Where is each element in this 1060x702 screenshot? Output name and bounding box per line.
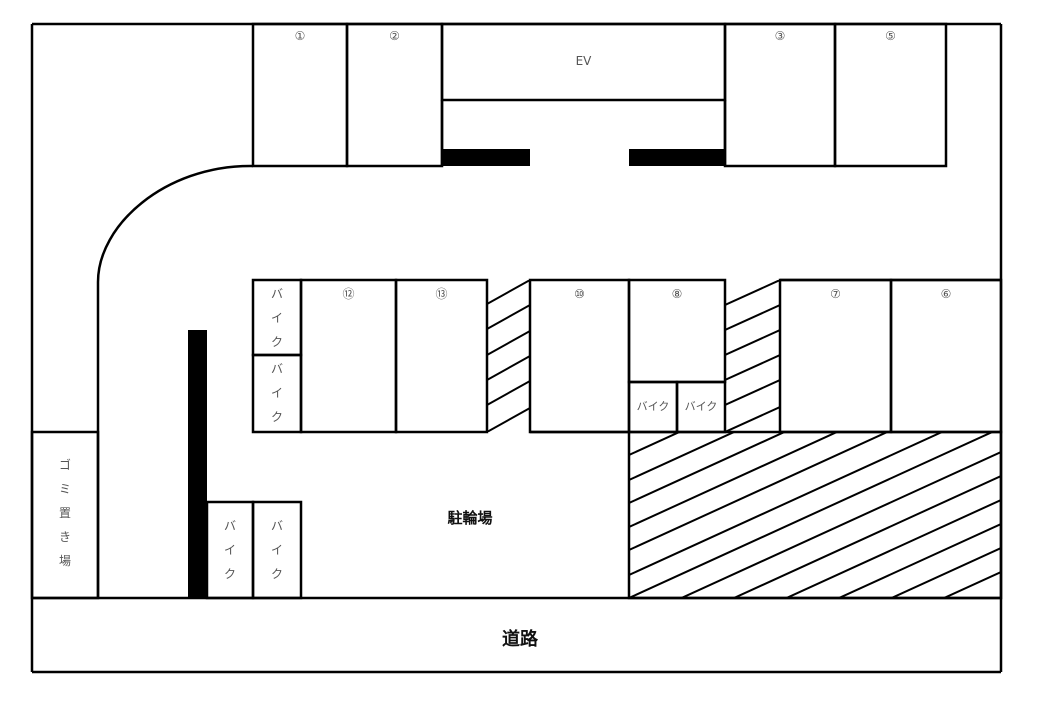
trash-area-label: ゴミ置き場: [58, 458, 71, 568]
bike-space-upper-2: バイク: [270, 362, 283, 424]
space-10: [528, 278, 631, 434]
space-7: [778, 278, 893, 434]
elevator-label: EV: [575, 54, 592, 68]
bike-space-horizontal-1: バイク: [636, 400, 670, 413]
bike-space-horizontal-2: バイク: [684, 400, 718, 413]
space-7-label: ⑦: [830, 287, 841, 301]
pillar-wall: [188, 330, 207, 598]
space-3: [723, 22, 837, 168]
space-2: [345, 22, 444, 168]
space-13-label: ⑬: [435, 287, 448, 301]
space-1-label: ①: [294, 29, 306, 43]
space-10-label: ⑩: [574, 287, 585, 301]
space-6-label: ⑥: [940, 287, 952, 301]
bike-space-lower-2: バイク: [270, 519, 283, 581]
aisle-curve: [96, 164, 253, 598]
bike-space-upper-1: バイク: [270, 287, 283, 349]
trash-area: [30, 430, 100, 600]
space-5-label: ⑤: [885, 29, 896, 43]
space-1: [251, 22, 349, 168]
space-12-label: ⑫: [342, 287, 355, 301]
space-2-label: ②: [389, 29, 400, 43]
space-8-label: ⑧: [671, 287, 683, 301]
space-13: [394, 278, 489, 434]
bicycle-parking-label: 駐輪場: [447, 509, 493, 527]
bike-space-lower-1: バイク: [223, 519, 236, 581]
space-6: [889, 278, 1003, 434]
wall-bar-right: [629, 149, 725, 166]
space-5: [833, 22, 948, 168]
wall-bar-left: [442, 149, 530, 166]
road-label: 道路: [502, 629, 538, 650]
space-3-label: ③: [774, 29, 786, 43]
space-12: [299, 278, 398, 434]
